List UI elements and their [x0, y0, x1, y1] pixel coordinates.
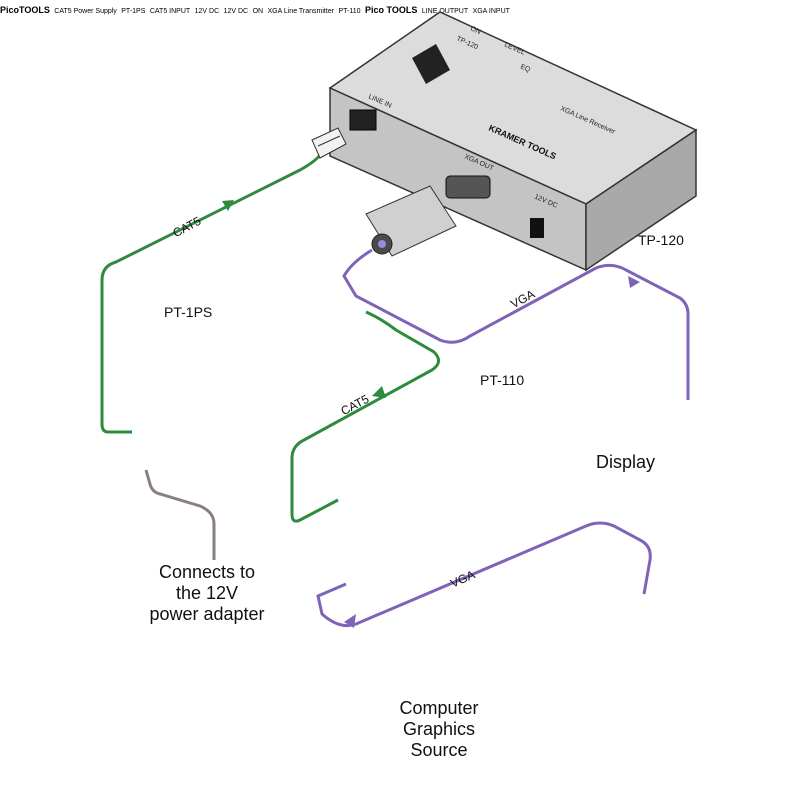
vga-cable-top — [342, 248, 690, 400]
power-adapter-note: Connects to the 12V power adapter — [132, 562, 282, 625]
power-jack[interactable]: 12V DC — [194, 8, 220, 15]
rj45-plug-top-icon — [311, 127, 347, 159]
pt-1ps-label: PT-1PS — [164, 304, 213, 320]
svg-text:ON: ON — [469, 25, 481, 36]
vga-cable-bottom — [316, 521, 652, 628]
power-cable — [144, 469, 216, 560]
source-label: Computer Graphics Source — [384, 698, 494, 761]
pt-110-transmitter: 12V DC ON XGA Line Transmitter PT-110 Pi… — [224, 0, 510, 17]
tp-120-label: TP-120 — [638, 232, 684, 248]
power-jack[interactable] — [530, 218, 544, 238]
power-note-line1: Connects to — [158, 562, 256, 582]
kramer-logo-icon — [412, 44, 450, 84]
cat5-cable-middle — [290, 310, 440, 523]
kramer-logo-icon: 12V DC ON XGA Line Transmitter PT-110 Pi… — [224, 0, 510, 17]
tp-120-receiver: TP-120 ON LEVEL EQ KRAMER TOOLS XGA Line… — [328, 11, 698, 272]
source-line1: Computer — [399, 698, 479, 718]
power-note-line2: the 12V — [175, 583, 239, 603]
xga-input-port[interactable]: XGA INPUT — [472, 8, 510, 15]
pt-1ps-power-supply: PicoTOOLS CAT5 Power Supply PT-1PS CAT5 … — [0, 0, 224, 17]
cat5-top-arrow-icon — [222, 200, 234, 211]
source-line2: Graphics — [402, 719, 476, 739]
svg-text:EQ: EQ — [519, 63, 532, 74]
cat5-input-port[interactable]: CAT5 INPUT 12V DC — [150, 0, 224, 17]
power-note-line3: power adapter — [149, 604, 265, 624]
vga-top-arrow-icon — [628, 276, 640, 288]
cat5-cable-top — [100, 151, 324, 434]
vga-bottom-arrow-icon — [344, 614, 356, 628]
display-label: Display — [596, 452, 656, 472]
line-in-port[interactable] — [349, 109, 377, 131]
xga-out-port[interactable] — [445, 175, 491, 199]
line-output-port[interactable]: LINE OUTPUT XGA INPUT — [422, 0, 510, 17]
source-line3: Source — [410, 740, 468, 760]
kramer-logo-icon: PicoTOOLS CAT5 Power Supply PT-1PS CAT5 … — [0, 0, 224, 17]
cat5-middle-arrow-icon — [372, 386, 386, 398]
pt-110-label: PT-110 — [480, 372, 525, 388]
vga-connector-top-icon — [365, 185, 457, 257]
